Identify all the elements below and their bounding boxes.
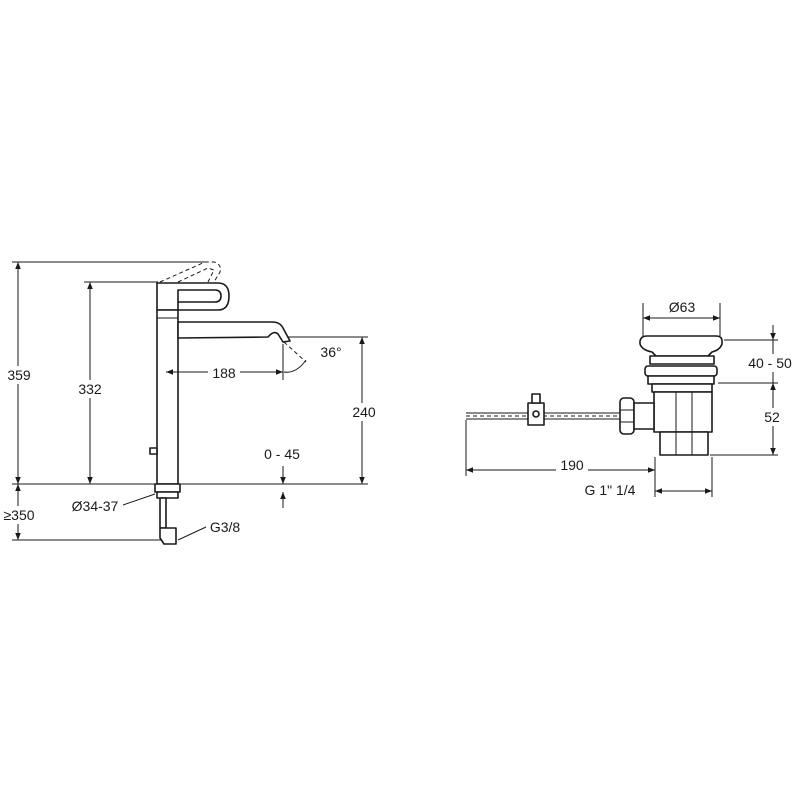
dim-lever-height: 332 bbox=[78, 381, 102, 397]
dim-hole-diameter: Ø34-37 bbox=[72, 498, 119, 514]
faucet-shank bbox=[154, 483, 181, 545]
dim-body-height: 52 bbox=[764, 409, 780, 425]
faucet-body bbox=[156, 309, 179, 485]
dim-spout-reach: 188 bbox=[212, 365, 236, 381]
drain-drawing: Ø63 40 - 50 52 190 G 1" 1/4 bbox=[465, 299, 799, 498]
lever-handle bbox=[156, 282, 230, 311]
dim-plug-diameter: Ø63 bbox=[669, 299, 696, 315]
rod-connector-nut bbox=[619, 397, 635, 435]
drain-extension-lines bbox=[465, 303, 778, 497]
dim-swivel-angle: 36° bbox=[320, 344, 341, 360]
dim-plug-height: 40 - 50 bbox=[748, 355, 792, 371]
dim-spout-height: 240 bbox=[352, 404, 376, 420]
dim-total-height: 359 bbox=[7, 367, 31, 383]
dim-min-length: ≥350 bbox=[3, 507, 34, 523]
swivel-angle-marker bbox=[283, 341, 307, 373]
pop-up-knob bbox=[149, 447, 158, 455]
handle-rotation-ghost bbox=[159, 261, 221, 283]
rod-clevis bbox=[527, 393, 545, 426]
spout bbox=[177, 321, 291, 343]
faucet-drawing: 359 332 240 188 36° 0 - 45 Ø34-37 G3/8 ≥… bbox=[0, 261, 378, 545]
drain-flange bbox=[644, 365, 718, 377]
drain-plug-cap bbox=[639, 335, 723, 357]
dim-drain-thread: G 1" 1/4 bbox=[585, 482, 636, 498]
drain-tailpiece bbox=[659, 431, 709, 456]
dim-rod-length: 190 bbox=[560, 457, 584, 473]
drain-body bbox=[653, 391, 713, 433]
dim-inlet-thread: G3/8 bbox=[210, 519, 241, 535]
dim-deck-thickness: 0 - 45 bbox=[264, 446, 300, 462]
